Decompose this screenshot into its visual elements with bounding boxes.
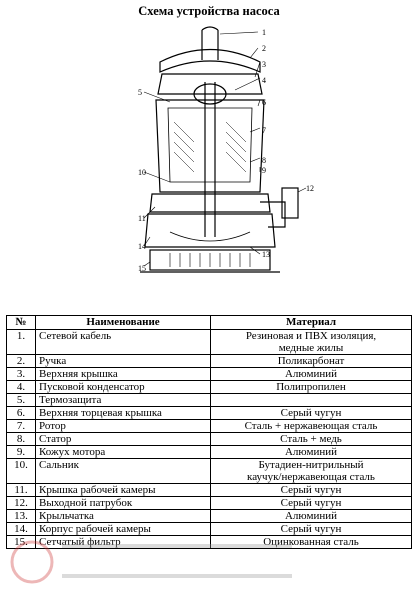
callout-15: 15 xyxy=(138,264,146,273)
material-line-1: Резиновая и ПВХ изоляция, xyxy=(245,330,377,342)
material-line-1: Алюминий xyxy=(284,446,337,458)
table-row: 4.Пусковой конденсатор Полипропилен xyxy=(6,380,412,394)
table-row: 11.Крышка рабочей камеры Серый чугун xyxy=(6,483,412,497)
row-number: 8. xyxy=(6,432,36,446)
row-number: 10. xyxy=(6,458,36,484)
row-part-name: Ротор xyxy=(35,419,211,433)
material-line-2: каучук/нержавеющая сталь xyxy=(247,471,375,483)
callout-3: 3 xyxy=(262,60,266,69)
material-line-1: Сталь + медь xyxy=(280,433,342,445)
callout-9: 9 xyxy=(262,166,266,175)
pump-diagram xyxy=(140,26,307,273)
row-part-name: Верхняя крышка xyxy=(35,367,211,381)
material-line-1: Серый чугун xyxy=(280,523,342,535)
table-row: 5.Термозащита xyxy=(6,393,412,407)
material-line-1: Полипропилен xyxy=(276,381,346,393)
row-part-name: Выходной патрубок xyxy=(35,496,211,510)
table-row: 12.Выходной патрубок Серый чугун xyxy=(6,496,412,510)
row-number: 6. xyxy=(6,406,36,420)
header-number: № xyxy=(6,315,36,330)
row-material: Алюминий xyxy=(210,367,412,381)
row-number: 5. xyxy=(6,393,36,407)
row-number: 12. xyxy=(6,496,36,510)
callout-2: 2 xyxy=(262,44,266,53)
row-material xyxy=(210,393,412,407)
callout-10: 10 xyxy=(138,168,146,177)
callout-6: 6 xyxy=(262,98,266,107)
row-material: Алюминий xyxy=(210,509,412,523)
table-row: 9.Кожух мотора Алюминий xyxy=(6,445,412,459)
row-part-name: Ручка xyxy=(35,354,211,368)
material-line-1: Поликарбонат xyxy=(277,355,345,367)
row-material: Оцинкованная сталь xyxy=(210,535,412,549)
table-row: 8.Статор Сталь + медь xyxy=(6,432,412,446)
page-title: Схема устройства насоса xyxy=(138,4,280,18)
material-line-1: Сталь + нержавеющая сталь xyxy=(244,420,378,432)
callout-14: 14 xyxy=(138,242,146,251)
callout-4: 4 xyxy=(262,76,266,85)
row-part-name: Статор xyxy=(35,432,211,446)
material-line-1: Серый чугун xyxy=(280,497,342,509)
material-line-1: Оцинкованная сталь xyxy=(263,536,359,548)
row-number: 3. xyxy=(6,367,36,381)
row-material: Резиновая и ПВХ изоляция,медные жилы xyxy=(210,329,412,355)
material-line-1: Алюминий xyxy=(284,510,337,522)
table-row: 13.Крыльчатка Алюминий xyxy=(6,509,412,523)
row-part-name: Сетчатый фильтр xyxy=(35,535,211,549)
row-material: Поликарбонат xyxy=(210,354,412,368)
row-material: Сталь + медь xyxy=(210,432,412,446)
watermark-logo xyxy=(10,540,292,584)
row-material: Серый чугун xyxy=(210,406,412,420)
material-line-2: медные жилы xyxy=(278,342,344,354)
callout-1: 1 xyxy=(262,28,266,37)
row-number: 1. xyxy=(6,329,36,355)
row-material: Алюминий xyxy=(210,445,412,459)
row-number: 7. xyxy=(6,419,36,433)
row-material: Серый чугун xyxy=(210,483,412,497)
material-line-1: Алюминий xyxy=(284,368,337,380)
parts-table: № Наименование Материал 1.Сетевой кабель… xyxy=(6,315,412,549)
row-part-name: Сальник xyxy=(35,458,211,484)
row-part-name: Крышка рабочей камеры xyxy=(35,483,211,497)
callout-11: 11 xyxy=(138,214,146,223)
callout-12: 12 xyxy=(306,184,314,193)
row-part-name: Кожух мотора xyxy=(35,445,211,459)
row-number: 9. xyxy=(6,445,36,459)
row-part-name: Верхняя торцевая крышка xyxy=(35,406,211,420)
table-row: 2.Ручка Поликарбонат xyxy=(6,354,412,368)
material-line-1: Бутадиен-нитрильный xyxy=(258,459,364,471)
row-number: 4. xyxy=(6,380,36,394)
row-material: Полипропилен xyxy=(210,380,412,394)
header-name: Наименование xyxy=(35,315,211,330)
row-part-name: Пусковой конденсатор xyxy=(35,380,211,394)
table-row: 3.Верхняя крышка Алюминий xyxy=(6,367,412,381)
row-part-name: Сетевой кабель xyxy=(35,329,211,355)
callout-8: 8 xyxy=(262,156,266,165)
row-number: 13. xyxy=(6,509,36,523)
table-row: 6.Верхняя торцевая крышка Серый чугун xyxy=(6,406,412,420)
callout-5: 5 xyxy=(138,88,142,97)
row-part-name: Термозащита xyxy=(35,393,211,407)
row-part-name: Крыльчатка xyxy=(35,509,211,523)
row-material: Сталь + нержавеющая сталь xyxy=(210,419,412,433)
callout-7: 7 xyxy=(262,126,266,135)
table-header-row: № Наименование Материал xyxy=(6,315,412,330)
material-line-1: Серый чугун xyxy=(280,484,342,496)
callout-13: 13 xyxy=(262,250,270,259)
table-row: 7.Ротор Сталь + нержавеющая сталь xyxy=(6,419,412,433)
row-material: Серый чугун xyxy=(210,496,412,510)
material-line-1: Серый чугун xyxy=(280,407,342,419)
header-material: Материал xyxy=(210,315,412,330)
row-number: 2. xyxy=(6,354,36,368)
row-number: 11. xyxy=(6,483,36,497)
